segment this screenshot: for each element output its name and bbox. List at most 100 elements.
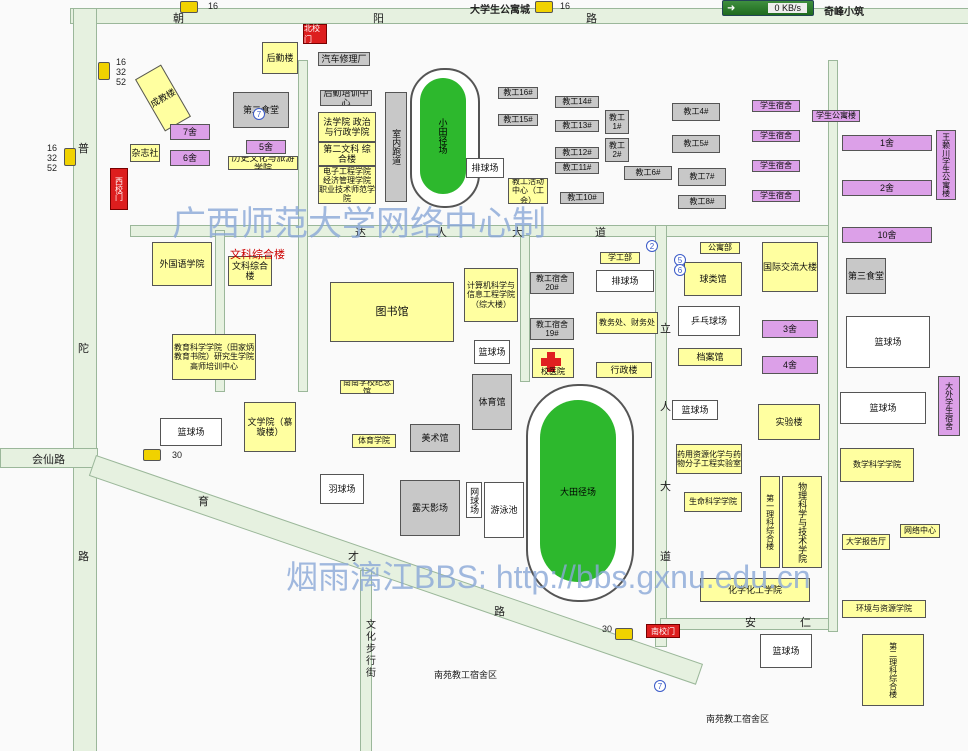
west-basketball: 篮球场 xyxy=(160,418,222,446)
zazhishe: 杂志社 xyxy=(130,144,160,162)
bus-icon xyxy=(615,628,633,640)
east-road xyxy=(828,60,838,632)
bus-icon xyxy=(180,1,198,13)
arts-complex: 文科综合楼 xyxy=(228,256,272,286)
first-science: 第一理科综合楼 xyxy=(760,476,780,568)
physics-school: 物理科学与技术学院 xyxy=(782,476,822,568)
second-arts: 第二文科 综合楼 xyxy=(318,142,376,166)
yucai-label-2: 才 xyxy=(348,551,359,563)
arts-complex-red-label: 文科综合楼 xyxy=(230,249,285,261)
south-gate[interactable]: 南校门 xyxy=(646,624,680,638)
env-school: 环境与资源学院 xyxy=(842,600,926,618)
bus-icon xyxy=(143,449,161,461)
dorm-7: 7舍 xyxy=(170,124,210,140)
teacher-1: 教工1# xyxy=(605,110,629,134)
dorm-10: 10舍 xyxy=(842,227,932,243)
badminton-court: 羽球场 xyxy=(320,474,364,504)
dorm-1: 1舍 xyxy=(842,135,932,151)
nanyuan-1: 南苑教工宿舍区 xyxy=(434,670,498,680)
open-cinema: 露天影场 xyxy=(400,480,460,536)
anxin-label-2: 仁 xyxy=(800,617,811,629)
east-label-4: 道 xyxy=(660,551,671,563)
speed-widget[interactable]: ➜ 0 KB/s xyxy=(722,0,814,16)
teacher-7: 教工7# xyxy=(678,168,726,186)
puto-label-2: 陀 xyxy=(78,343,89,355)
teacher-10: 教工10# xyxy=(560,192,604,204)
west-gate[interactable]: 西校门 xyxy=(110,168,128,210)
bus-stop-left-b-1: 16 xyxy=(47,143,58,153)
basketball-3: 篮球场 xyxy=(840,392,926,424)
pingpong-court: 乒乓球场 xyxy=(678,306,740,336)
bus-icon xyxy=(64,148,76,166)
east-court: 篮球场 xyxy=(846,316,930,368)
teacher-13: 教工13# xyxy=(555,120,599,132)
small-stadium-field: 小田径场 xyxy=(420,78,466,194)
bus-stop-huixian: 30 xyxy=(172,450,183,460)
wenhua-road xyxy=(360,570,372,751)
dadao-label-4: 道 xyxy=(595,227,606,239)
speed-text: 0 KB/s xyxy=(768,3,807,13)
second-science: 第二理科综合楼 xyxy=(862,634,924,706)
basketball-1: 篮球场 xyxy=(474,340,510,364)
tennis-court: 网球场 xyxy=(466,482,482,518)
wenhua-label: 文化步行街 xyxy=(366,620,376,679)
dadao-label-3: 大 xyxy=(512,227,523,239)
marker-circle: 5 xyxy=(674,254,686,266)
inner-road-3 xyxy=(520,235,530,382)
marker-circle: 2 xyxy=(646,240,658,252)
admin-building: 行政楼 xyxy=(596,362,652,378)
big-stadium: 大田径场 xyxy=(526,384,634,602)
basketball-4: 篮球场 xyxy=(672,400,718,420)
marker-circle: 7 xyxy=(654,680,666,692)
yucai-label-3: 路 xyxy=(494,606,505,618)
bus-route-top-2: 16 xyxy=(560,1,571,11)
student-apartment: 学生公寓楼 xyxy=(812,110,860,122)
wangrong-apartment: 王赖川学生公寓楼 xyxy=(936,130,956,200)
east-label-1: 立 xyxy=(660,323,671,335)
corner-label: 奇峰小筑 xyxy=(824,7,864,18)
east-label-2: 人 xyxy=(660,401,671,413)
chem-school: 化学化工学院 xyxy=(700,578,810,602)
history-school: 历史文化与旅游学院 xyxy=(228,156,298,170)
canteen-3: 第三食堂 xyxy=(846,258,886,294)
pharma-lab: 药用资源化学与药物分子工程实验室 xyxy=(676,444,742,474)
teacher-15: 教工15# xyxy=(498,114,538,126)
ball-hall: 球类馆 xyxy=(684,262,742,296)
bus-stop-left-b-2: 32 xyxy=(47,153,58,163)
bus-stop-left-a-3: 52 xyxy=(116,77,127,87)
student-dorm-b: 学生宿舍 xyxy=(752,130,800,142)
dorm-4: 4舍 xyxy=(762,356,818,374)
library: 图书馆 xyxy=(330,282,454,342)
dadao-label-1: 达 xyxy=(355,227,366,239)
indoor-court: 室内跑道 xyxy=(385,92,407,202)
student-dorm-c: 学生宿舍 xyxy=(752,160,800,172)
chaoyang-label-3: 路 xyxy=(586,13,597,25)
intl-exchange: 国际交流大楼 xyxy=(762,242,818,292)
cross-icon-bar xyxy=(541,358,561,366)
teacher-14: 教工14# xyxy=(555,96,599,108)
north-court: 排球场 xyxy=(466,158,504,178)
north-gate[interactable]: 北校门 xyxy=(303,24,327,44)
dorm-2: 2舍 xyxy=(842,180,932,196)
bus-stop-left-a-2: 32 xyxy=(116,67,127,77)
teacher-activity: 教工活动中心（工会） xyxy=(508,178,548,204)
life-sciences: 生命科学学院 xyxy=(684,492,742,512)
student-dorm-a: 学生宿舍 xyxy=(752,100,800,112)
south-court: 篮球场 xyxy=(760,634,812,668)
student-affairs: 学工部 xyxy=(600,252,640,264)
gymnasium: 体育馆 xyxy=(472,374,512,430)
literature-school: 文学院（慕璇楼） xyxy=(244,402,296,452)
bus-stop-left-b-3: 52 xyxy=(47,163,58,173)
houqin-building: 后勤楼 xyxy=(262,42,298,74)
big-stadium-field: 大田径场 xyxy=(540,400,616,582)
dadao-east xyxy=(655,225,667,647)
sports-college: 体育学院 xyxy=(352,434,396,448)
puto-label-3: 路 xyxy=(78,551,89,563)
apartment-city-label: 大学生公寓城 xyxy=(470,5,530,16)
dadao-label-2: 人 xyxy=(436,227,447,239)
teacher-dorm-19: 教工宿舍19# xyxy=(530,318,574,340)
cs-school: 计算机科学与信息工程学院（综大楼） xyxy=(464,268,518,322)
arrow-icon: ➜ xyxy=(727,2,736,14)
teacher-5: 教工5# xyxy=(672,135,720,153)
